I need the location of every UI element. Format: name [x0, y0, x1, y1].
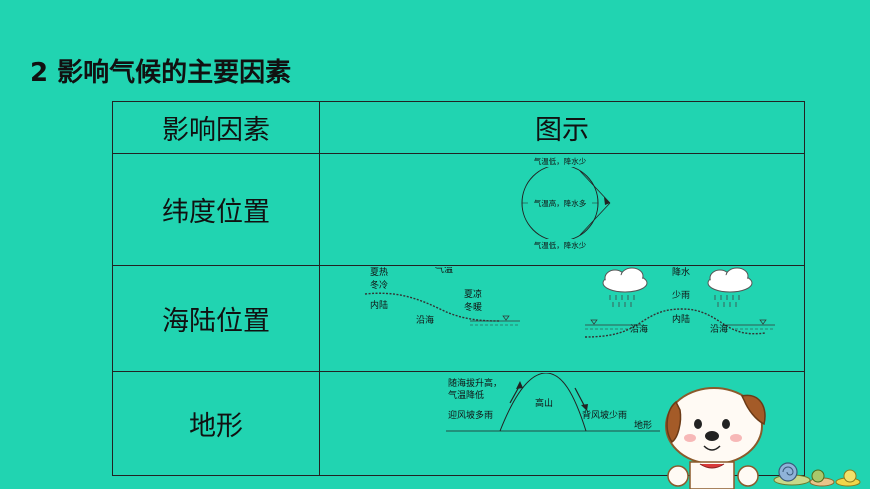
puppy-mascot-illustration	[665, 387, 861, 489]
snail-icon	[773, 462, 811, 486]
header-diagram-label: 图示	[535, 115, 589, 146]
factor-latitude: 纬度位置	[112, 153, 320, 266]
arrow-head	[604, 196, 610, 205]
land-profile-left	[364, 292, 501, 322]
label-windward: 迎风坡多雨	[448, 409, 493, 421]
label-temperature: 气温	[435, 267, 453, 275]
arrow-down-line	[574, 387, 586, 407]
label-mountain: 高山	[535, 397, 553, 409]
label-precipitation: 降水	[672, 267, 690, 278]
label-bottom: 气温低，降水少	[534, 240, 587, 250]
label-coast-left: 沿海	[416, 314, 434, 326]
label-rise-line2: 气温降低	[448, 389, 484, 401]
label-terrain: 地形	[634, 419, 652, 431]
sea-level-marker-left	[502, 315, 510, 321]
sun-ray-upper	[579, 170, 611, 203]
label-inland-right: 内陆	[672, 313, 690, 325]
label-rise-line1: 随海拔升高，	[448, 377, 502, 389]
label-summer-cool: 夏凉	[464, 288, 482, 300]
sea-level-marker-right-a	[590, 319, 598, 325]
header-factor: 影响因素	[112, 101, 320, 154]
label-bg-middle	[528, 196, 592, 209]
table-row-land-sea: 海陆位置 气温 夏热 冬冷 内陆 夏凉 冬暖 沿海	[112, 265, 805, 372]
table-header-row: 影响因素 图示	[112, 101, 805, 154]
label-bg-top	[527, 154, 591, 167]
cloud-left	[602, 267, 648, 307]
terrain-diagram: 随海拔升高， 气温降低 高山 迎风坡多雨 背风坡少雨 地形	[446, 372, 660, 431]
land-profile-right	[584, 307, 766, 338]
sea-level-marker-right-b	[759, 319, 767, 325]
snail-icon	[835, 469, 861, 487]
cloud-right	[707, 267, 753, 307]
latitude-diagram-cell: 气温低，降水少 气温高，降水多 气温低，降水少	[319, 153, 805, 266]
label-top: 气温低，降水少	[534, 156, 587, 166]
factor-terrain: 地形	[112, 371, 320, 476]
label-less-rain: 少雨	[672, 290, 690, 301]
latitude-diagram: 气温低，降水少 气温高，降水多 气温低，降水少	[521, 154, 611, 251]
label-summer-hot: 夏热	[370, 267, 388, 278]
label-winter-cold: 冬冷	[370, 279, 388, 291]
arrow-up-head	[516, 380, 523, 389]
sun-ray-lower	[579, 202, 611, 235]
label-leeward: 背风坡少雨	[582, 409, 627, 421]
label-coast-right: 沿海	[710, 323, 728, 335]
snail-icon	[809, 469, 835, 487]
page-title: 2 影响气候的主要因素	[30, 58, 292, 88]
arrow-down-head	[581, 403, 588, 411]
header-diagram: 图示	[319, 101, 805, 154]
label-middle: 气温高，降水多	[534, 198, 587, 208]
label-inland-left: 内陆	[370, 299, 388, 311]
land-sea-diagram-cell: 气温 夏热 冬冷 内陆 夏凉 冬暖 沿海	[319, 265, 805, 372]
factor-land-sea: 海陆位置	[112, 265, 320, 372]
mountain-outline	[499, 372, 587, 431]
land-sea-diagram: 气温 夏热 冬冷 内陆 夏凉 冬暖 沿海	[364, 267, 775, 338]
label-bg-bottom	[527, 238, 591, 251]
table-row-latitude: 纬度位置 气温低，降水少 气温高，降水多 气温低，降水少	[112, 153, 805, 266]
label-coast-mid: 沿海	[630, 323, 648, 335]
label-winter-warm: 冬暖	[464, 301, 482, 313]
factors-table: 影响因素 图示 纬度位置 气温低，降水少 气温高，降水多 气温低，降水少 海陆位…	[112, 101, 805, 476]
